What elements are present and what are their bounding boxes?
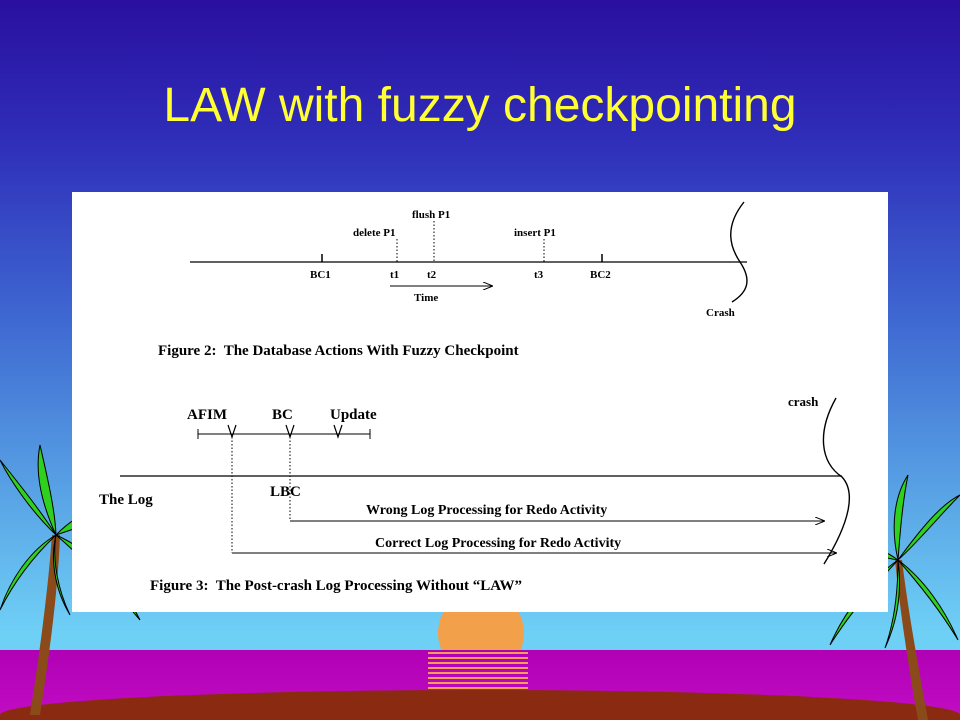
fig2-t3-label: t3: [534, 269, 544, 281]
figure-3: AFIM BC Update crash The Log LBC Wrong L…: [99, 394, 851, 594]
fig2-crash-squiggle: [730, 201, 748, 303]
fig3-crash-label: crash: [788, 394, 819, 409]
fig2-bc1-label: BC1: [310, 269, 331, 281]
fig3-afim-label: AFIM: [187, 407, 227, 423]
fig2-delete-label: delete P1: [353, 227, 395, 239]
fig2-flush-label: flush P1: [412, 209, 450, 221]
fig3-update-label: Update: [330, 407, 377, 423]
fig3-update-marker: [333, 424, 343, 439]
fig2-t1-label: t1: [390, 269, 399, 281]
figures-diagram: flush P1 delete P1 insert P1 BC1 t1 t2 t…: [99, 201, 851, 594]
fig2-time-label: Time: [414, 292, 438, 304]
fig2-insert-label: insert P1: [514, 227, 556, 239]
fig2-caption: Figure 2: The Database Actions With Fuzz…: [158, 343, 519, 359]
fig3-wrong-label: Wrong Log Processing for Redo Activity: [366, 503, 607, 518]
fig3-the-log-label: The Log: [99, 492, 153, 508]
fig3-afim-marker: [227, 424, 237, 439]
fig3-bc-label: BC: [272, 407, 293, 423]
slide-title: LAW with fuzzy checkpointing: [163, 79, 797, 132]
sun-reflection-decoration: [428, 652, 528, 692]
fig3-correct-label: Correct Log Processing for Redo Activity: [375, 536, 621, 551]
fig2-t2-label: t2: [427, 269, 437, 281]
figure-panel: flush P1 delete P1 insert P1 BC1 t1 t2 t…: [72, 192, 888, 612]
fig3-lbc-label: LBC: [270, 484, 301, 500]
fig3-bc-marker: [285, 424, 295, 439]
fig3-caption: Figure 3: The Post-crash Log Processing …: [150, 578, 522, 594]
figure-2: flush P1 delete P1 insert P1 BC1 t1 t2 t…: [158, 201, 748, 359]
fig2-bc2-label: BC2: [590, 269, 611, 281]
fig2-crash-label: Crash: [706, 307, 735, 319]
fig3-crash-squiggle: [822, 397, 851, 565]
